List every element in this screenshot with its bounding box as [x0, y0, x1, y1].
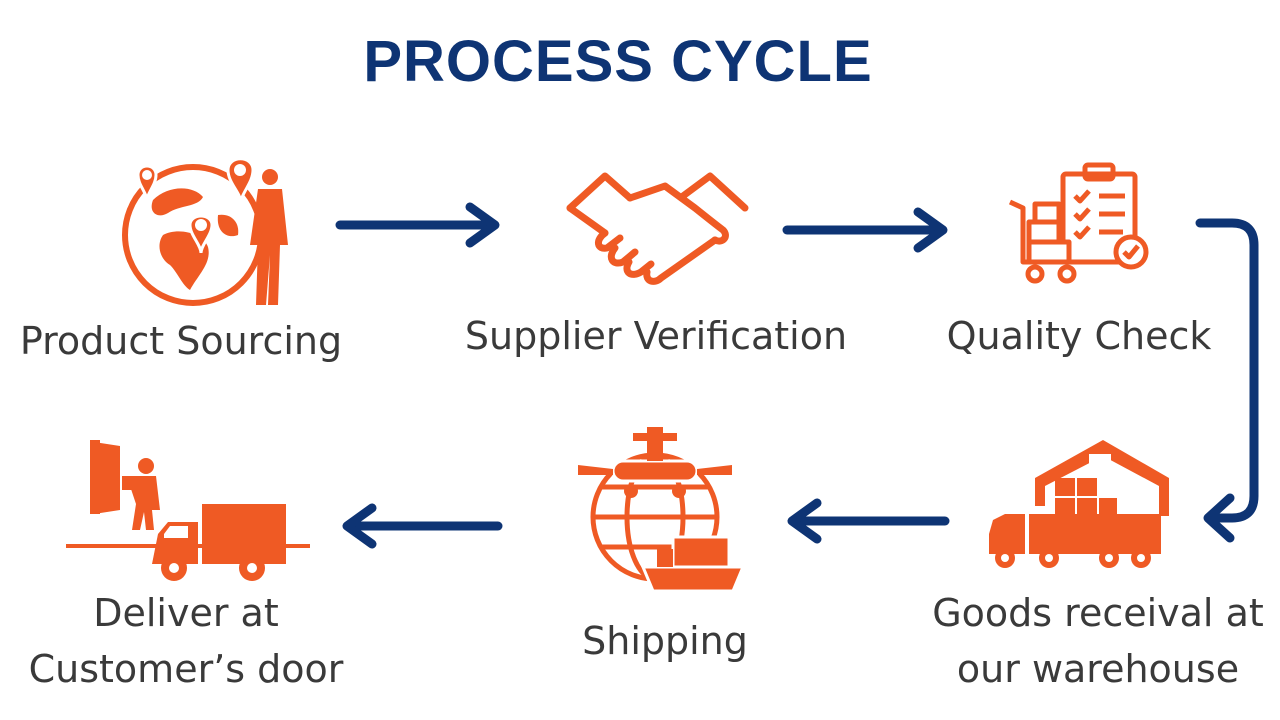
handshake-icon [566, 172, 749, 285]
step-label-quality-check: Quality Check [946, 314, 1212, 358]
step-label-supplier-verification: Supplier Verification [464, 314, 848, 358]
step-label-goods-receival-line2: our warehouse [956, 647, 1240, 691]
step-label-goods-receival: Goods receival at our warehouse [916, 585, 1280, 697]
diagram-title: PROCESS CYCLE [363, 29, 873, 94]
arrow-warehouse-to-shipping [787, 498, 950, 544]
step-label-deliver-line2: Customer’s door [28, 647, 344, 691]
arrow-shipping-to-delivery [342, 503, 503, 549]
warehouse-truck-icon [989, 440, 1169, 568]
step-label-product-sourcing: Product Sourcing [19, 319, 343, 363]
arrow-sourcing-to-verification [335, 202, 500, 248]
globe-plane-ship-icon [578, 427, 745, 593]
arrow-verification-to-quality [782, 207, 948, 253]
arrow-quality-to-warehouse [1195, 218, 1259, 543]
cart-checklist-icon [1008, 162, 1149, 284]
step-label-deliver: Deliver at Customer’s door [0, 585, 372, 697]
step-label-goods-receival-line1: Goods receival at [932, 591, 1264, 635]
delivery-truck-courier-icon [66, 440, 310, 581]
step-label-deliver-line1: Deliver at [93, 591, 279, 635]
globe-location-businessman-icon [122, 157, 288, 306]
step-label-shipping: Shipping [582, 619, 748, 663]
